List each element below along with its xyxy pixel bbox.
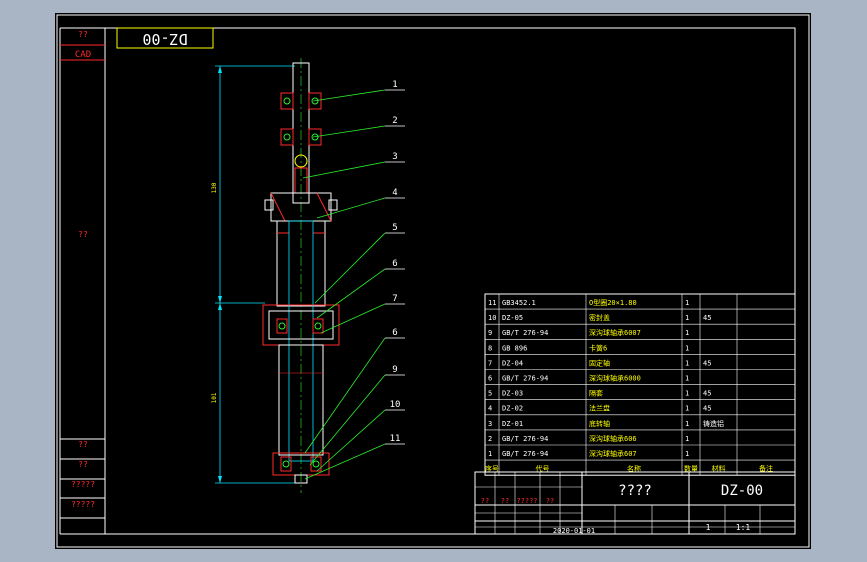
tb-label-4: ?? [546, 497, 554, 505]
bom-cell: 6 [488, 375, 492, 383]
bom-cell: 1 [685, 344, 689, 352]
dimension-upper: 130 [211, 182, 218, 193]
bom-cell: DZ-02 [502, 405, 523, 413]
bom-header: 备注 [759, 464, 773, 473]
drawing-scale: 1:1 [736, 523, 751, 532]
balloon-10: 10 [390, 400, 401, 410]
bom-cell: 1 [685, 420, 689, 428]
bom-cell: 45 [703, 359, 711, 367]
balloon-3: 3 [392, 152, 397, 162]
side-mid-label: ?? [78, 230, 88, 239]
bom-cell: 1 [488, 450, 492, 458]
bom-cell: 1 [685, 435, 689, 443]
bom-cell: DZ-05 [502, 314, 523, 322]
bom-cell: 8 [488, 344, 492, 352]
bom-cell: 固定轴 [589, 358, 610, 367]
assembly-section [262, 58, 340, 493]
tb-label-3: ????? [516, 497, 537, 505]
drawing-name: ???? [618, 483, 652, 499]
bom-cell: 1 [685, 329, 689, 337]
tb-label-2: ?? [501, 497, 509, 505]
bom-cell: 1 [685, 359, 689, 367]
balloon-4: 4 [392, 188, 397, 198]
side-label-1: ?? [78, 440, 88, 449]
bom-cell: 7 [488, 359, 492, 367]
bom-cell: 铸造铝 [703, 419, 724, 428]
bom-cell: GB 896 [502, 344, 527, 352]
side-top-label: ?? [78, 30, 88, 39]
drawing-code: DZ-00 [721, 483, 763, 499]
bom-cell: 卡簧6 [589, 343, 607, 352]
bom-cell: 1 [685, 299, 689, 307]
bom-cell: 45 [703, 405, 711, 413]
sheet-number: 1 [706, 523, 711, 532]
bom-cell: 2 [488, 435, 492, 443]
bom-header: 名称 [627, 464, 641, 473]
bom-cell: O型圈20×1.80 [589, 298, 637, 307]
balloon-leaders [302, 89, 405, 480]
bom-cell: 5 [488, 390, 492, 398]
side-cad-label: CAD [75, 50, 91, 60]
drawing-sheet: ?? CAD ?? ?? ?? ????? ????? DZ-00 130 10… [55, 13, 811, 549]
bom-cell: GB3452.1 [502, 299, 536, 307]
bom-cell: 深沟球轴承606 [589, 434, 637, 443]
balloon-8: 6 [392, 328, 397, 338]
bom-cell: 1 [685, 450, 689, 458]
top-tab-code: DZ-00 [142, 30, 187, 48]
bom-cell: GB/T 276-94 [502, 375, 548, 383]
bom-cell: DZ-03 [502, 390, 523, 398]
side-label-4: ????? [71, 500, 95, 509]
dimension-lower: 101 [211, 392, 218, 403]
bom-cell: GB/T 276-94 [502, 329, 548, 337]
balloon-9: 9 [392, 365, 397, 375]
bom-cell: 10 [488, 314, 496, 322]
top-tab: DZ-00 [116, 27, 214, 49]
side-label-2: ?? [78, 460, 88, 469]
bom-cell: 法兰盘 [589, 404, 610, 413]
balloon-7: 7 [392, 294, 397, 304]
inner-frame [104, 27, 796, 535]
bom-cell: 45 [703, 314, 711, 322]
bom-cell: 45 [703, 390, 711, 398]
bom-cell: 1 [685, 375, 689, 383]
balloon-11: 11 [390, 434, 401, 444]
bom-cell: 隔套 [589, 389, 603, 398]
outer-frame [56, 14, 810, 548]
bom-cell: 深沟球轴承607 [589, 449, 637, 458]
bom-cell: DZ-04 [502, 359, 523, 367]
bom-header: 代号 [536, 464, 550, 473]
bom-cell: GB/T 276-94 [502, 435, 548, 443]
title-block: ???? DZ-00 ?? ?? ????? ?? 2020-01-01 1 1… [474, 471, 796, 535]
bom-cell: 1 [685, 405, 689, 413]
bom-cell: 底转轴 [589, 419, 610, 428]
side-label-3: ????? [71, 480, 95, 489]
balloon-2: 2 [392, 116, 397, 126]
bom-cell: GB/T 276-94 [502, 450, 548, 458]
bom-cell: 11 [488, 299, 496, 307]
cad-drawing: ?? CAD ?? ?? ?? ????? ????? DZ-00 130 10… [56, 14, 810, 548]
tb-label-1: ?? [481, 497, 489, 505]
bom-cell: 1 [685, 390, 689, 398]
bom-cell: 3 [488, 420, 492, 428]
balloon-5: 5 [392, 223, 397, 233]
balloon-1: 1 [392, 80, 397, 90]
dimensions: 130 101 [211, 65, 295, 484]
bom-cell: 深沟球轴承6007 [589, 328, 641, 337]
drawing-date: 2020-01-01 [553, 527, 595, 535]
bom-cell: 1 [685, 314, 689, 322]
bom-cell: 9 [488, 329, 492, 337]
bom-header: 材料 [712, 464, 726, 473]
bom-cell: DZ-01 [502, 420, 523, 428]
balloon-numbers: 1 2 3 4 5 6 7 6 9 10 11 [390, 80, 401, 444]
balloon-6: 6 [392, 259, 397, 269]
bom-cell: 深沟球轴承6000 [589, 374, 641, 383]
bom-cell: 4 [488, 405, 492, 413]
bom-header: 数量 [684, 464, 698, 473]
bom-header: 序号 [485, 464, 499, 473]
side-panel: ?? CAD ?? ?? ?? ????? ????? [59, 27, 105, 535]
bom-cell: 密封盖 [589, 313, 610, 322]
